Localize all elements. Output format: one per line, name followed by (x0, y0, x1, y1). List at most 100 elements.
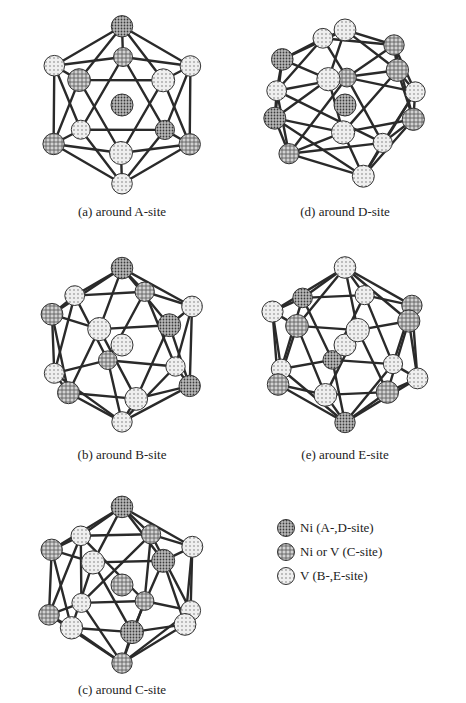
shell-atom (332, 121, 355, 144)
shell-atom (317, 68, 340, 91)
legend-text: Ni (A-,D-site) (300, 520, 374, 536)
shell-atom (111, 496, 133, 518)
bond-line (136, 325, 169, 399)
bond-line (123, 57, 165, 130)
figure-caption: (a) around A-site (78, 204, 166, 220)
shell-atom (41, 303, 63, 325)
bond-line (122, 507, 192, 547)
bond-line (79, 79, 163, 82)
legend-niv-sphere (278, 544, 295, 561)
coordination-polyhedron (41, 257, 202, 432)
shell-atom (352, 165, 374, 187)
shell-atom (179, 134, 200, 155)
shell-atom (152, 69, 175, 92)
bond-line (122, 367, 176, 422)
shell-atom (39, 605, 60, 626)
shell-atom (43, 133, 64, 154)
legend-text: V (B-,E-site) (300, 568, 368, 584)
shell-atom (152, 549, 175, 572)
shell-atom (386, 59, 408, 81)
shell-atom (112, 653, 132, 673)
shell-atom (158, 314, 181, 337)
shell-atom (88, 318, 111, 341)
shell-atom (272, 49, 294, 71)
shell-atom (71, 120, 90, 139)
shell-atom (60, 617, 82, 639)
coordination-polyhedron (264, 19, 425, 187)
bond-line (79, 80, 121, 153)
coordination-polyhedron (39, 496, 203, 673)
shell-atom (384, 35, 404, 55)
shell-atom (383, 355, 402, 374)
shell-atom (141, 525, 160, 544)
legend-v-sphere (278, 568, 295, 585)
bond-line (81, 534, 151, 536)
bond-line (49, 615, 122, 663)
shell-atom (314, 384, 337, 407)
bond-line (122, 268, 192, 306)
shell-atom (313, 28, 333, 48)
shell-atom (267, 81, 287, 101)
figure-caption: (b) around B-site (78, 447, 167, 463)
bond-line (190, 307, 192, 386)
figure-caption: (d) around D-site (300, 204, 390, 220)
shell-atom (262, 301, 283, 322)
legend-ni-sphere (278, 520, 295, 537)
bond-line (273, 268, 346, 312)
shell-atom (65, 286, 85, 306)
shell-atom (135, 282, 154, 301)
shell-atom (180, 56, 201, 77)
shell-atom (373, 133, 392, 152)
bond-line (108, 292, 145, 361)
bond-line (81, 536, 145, 601)
shell-atom (155, 120, 174, 139)
shell-atom (267, 374, 289, 396)
central-atom (111, 94, 133, 116)
shell-atom (112, 412, 132, 432)
shell-atom (376, 381, 398, 403)
shell-atom (293, 288, 313, 308)
bond-line (275, 118, 364, 176)
shell-atom (355, 286, 374, 305)
bond-line (363, 92, 415, 176)
shell-atom (264, 107, 286, 129)
shell-atom (398, 310, 420, 332)
shell-atom (182, 296, 203, 317)
shell-atom (111, 16, 132, 37)
shell-atom (44, 55, 65, 76)
bond-line (54, 26, 122, 65)
shell-atom (135, 592, 154, 611)
shell-atom (125, 388, 148, 411)
shell-atom (110, 142, 133, 165)
shell-atom (174, 614, 196, 636)
bond-line (188, 66, 191, 144)
bond-line (289, 154, 363, 177)
legend-text: Ni or V (C-site) (300, 544, 382, 560)
shell-atom (41, 539, 62, 560)
bond-line (52, 268, 122, 314)
shell-atom (335, 412, 355, 432)
shell-atom (71, 526, 91, 546)
shell-atom (111, 257, 133, 279)
bond-line (81, 603, 122, 663)
shell-atom (68, 69, 91, 92)
bond-line (122, 386, 190, 422)
bond-line (345, 268, 412, 306)
shell-atom (58, 382, 80, 404)
bond-line (121, 80, 163, 153)
shell-atom (407, 368, 428, 389)
shell-atom (44, 363, 64, 383)
bond-line (54, 373, 122, 422)
shell-atom (99, 351, 118, 370)
central-atom (111, 334, 133, 356)
shell-atom (346, 318, 369, 341)
bond-line (278, 385, 345, 423)
shell-atom (405, 82, 425, 102)
bond-line (52, 66, 55, 144)
shell-atom (81, 551, 104, 574)
shell-atom (402, 108, 424, 130)
shell-atom (182, 536, 203, 557)
shell-atom (114, 48, 133, 67)
shell-atom (286, 315, 309, 338)
